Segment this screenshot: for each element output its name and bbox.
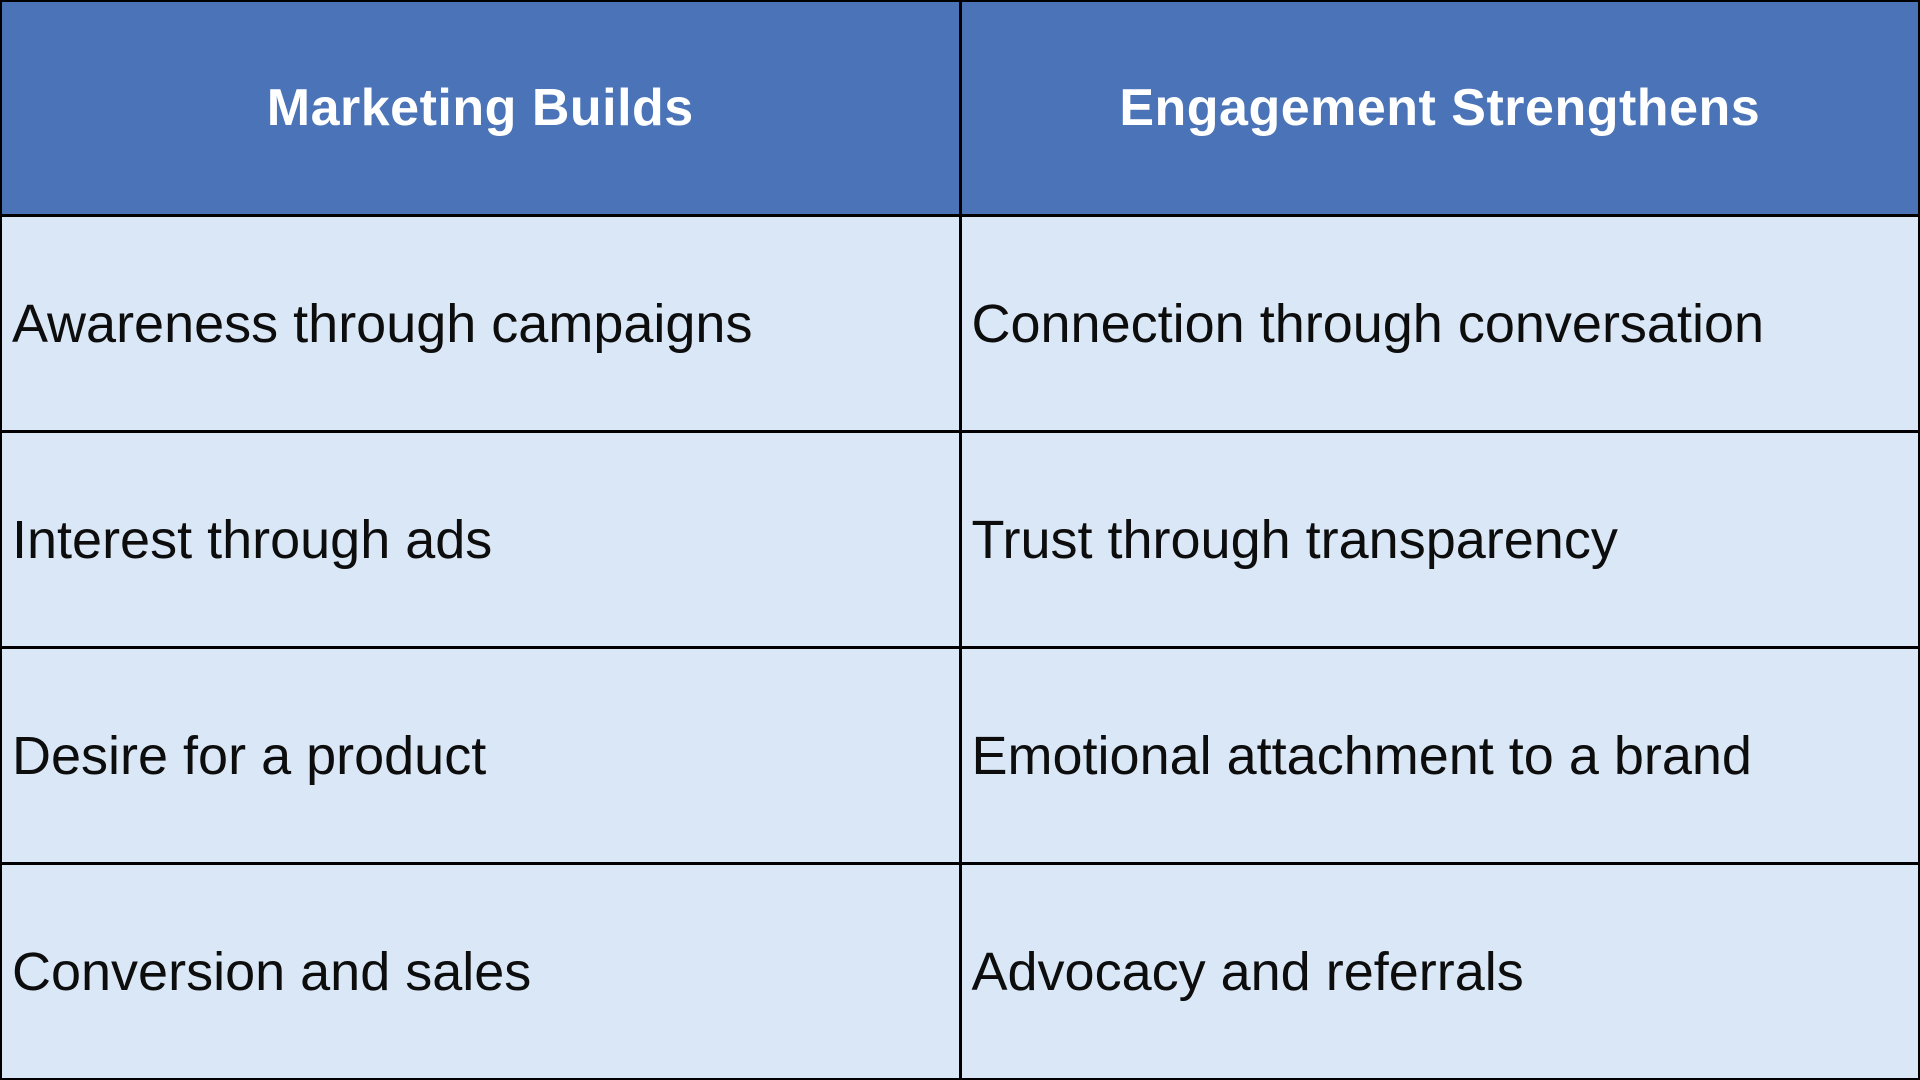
table-cell-interest-ads: Interest through ads — [2, 433, 959, 646]
table-cell-advocacy-referrals: Advocacy and referrals — [961, 865, 1918, 1078]
table-cell-conversion-sales: Conversion and sales — [2, 865, 959, 1078]
table-cell-connection-conversation: Connection through conversation — [961, 217, 1918, 430]
table-cell-trust-transparency: Trust through transparency — [961, 433, 1918, 646]
column-header-marketing-builds: Marketing Builds — [2, 2, 959, 214]
column-header-engagement-strengthens: Engagement Strengthens — [961, 2, 1918, 214]
table-cell-emotional-attachment: Emotional attachment to a brand — [961, 649, 1918, 862]
table-cell-awareness-campaigns: Awareness through campaigns — [2, 217, 959, 430]
table-cell-desire-product: Desire for a product — [2, 649, 959, 862]
